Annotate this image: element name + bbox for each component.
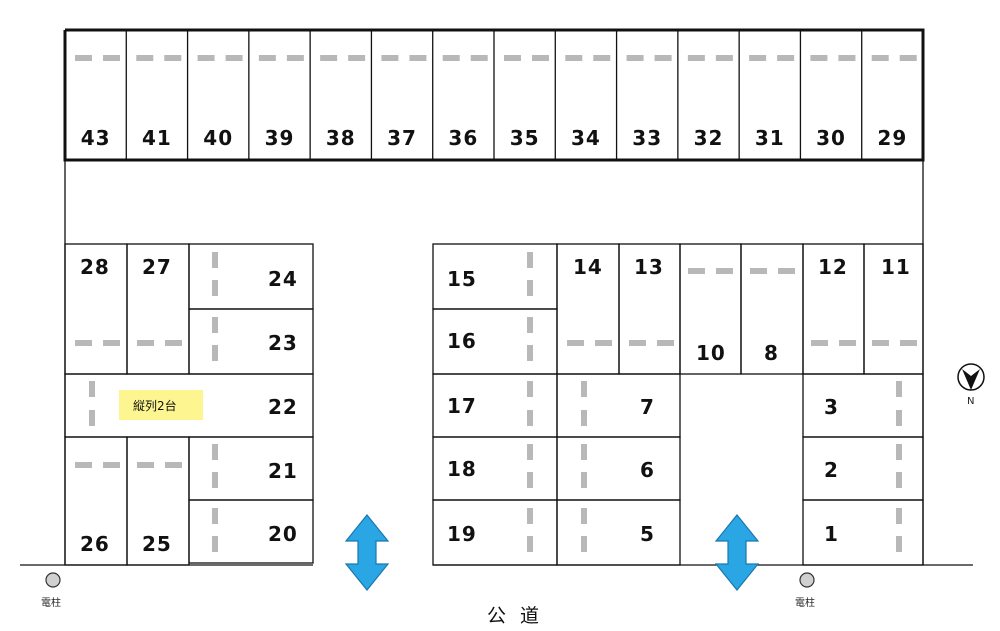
space-36: 36 — [448, 126, 478, 150]
right-center-block: 14 13 10 8 7 6 5 — [556, 243, 804, 566]
space-31: 31 — [755, 126, 785, 150]
wheel-stopper — [810, 55, 828, 61]
top-row: 43 41 40 39 38 37 36 35 34 33 32 31 30 29 — [63, 28, 925, 162]
wheel-stopper — [286, 55, 304, 61]
space-12: 12 — [818, 255, 848, 279]
center-block: 15 16 17 18 19 — [432, 243, 558, 566]
pole-label-left: 電柱 — [41, 596, 61, 609]
space-10: 10 — [696, 341, 726, 365]
space-35: 35 — [510, 126, 540, 150]
wheel-stopper — [348, 55, 366, 61]
wheel-stopper — [320, 55, 338, 61]
wheel-stopper — [409, 55, 427, 61]
space-33: 33 — [632, 126, 662, 150]
right-block: 12 11 3 2 1 — [802, 243, 924, 566]
wheel-stopper — [225, 55, 243, 61]
space-1: 1 — [824, 522, 839, 546]
wheel-stopper — [164, 55, 182, 61]
space-14: 14 — [573, 255, 603, 279]
wheel-stopper — [777, 55, 795, 61]
wheel-stopper — [899, 55, 917, 61]
space-2: 2 — [824, 458, 839, 482]
space-37: 37 — [387, 126, 417, 150]
space-40: 40 — [203, 126, 233, 150]
space-24: 24 — [268, 267, 298, 291]
wheel-stopper — [470, 55, 488, 61]
space-15: 15 — [447, 267, 477, 291]
wheel-stopper — [626, 55, 644, 61]
wheel-stopper — [565, 55, 583, 61]
wheel-stopper — [871, 55, 889, 61]
space-43: 43 — [81, 126, 111, 150]
space-29: 29 — [877, 126, 907, 150]
wheel-stopper — [103, 55, 120, 61]
space-6: 6 — [640, 458, 655, 482]
compass-icon: N — [957, 363, 985, 407]
space-39: 39 — [265, 126, 295, 150]
wheel-stopper — [381, 55, 399, 61]
wheel-stopper — [654, 55, 672, 61]
space-28: 28 — [80, 255, 110, 279]
space-13: 13 — [634, 255, 664, 279]
wheel-stopper — [593, 55, 611, 61]
tandem-note-box — [119, 390, 203, 420]
utility-pole-left: 電柱 — [41, 572, 61, 609]
wheel-stopper — [197, 55, 215, 61]
space-41: 41 — [142, 126, 172, 150]
left-block: 28 27 24 23 縦列2台 22 26 25 21 2 — [64, 243, 314, 566]
space-18: 18 — [447, 457, 477, 481]
space-38: 38 — [326, 126, 356, 150]
compass-label: N — [967, 396, 974, 407]
space-32: 32 — [694, 126, 724, 150]
wheel-stopper — [442, 55, 460, 61]
space-16: 16 — [447, 329, 477, 353]
utility-pole-right: 電柱 — [795, 572, 815, 609]
space-19: 19 — [447, 522, 477, 546]
space-34: 34 — [571, 126, 601, 150]
wheel-stopper — [136, 55, 154, 61]
wheel-stopper — [715, 55, 733, 61]
space-8: 8 — [764, 341, 779, 365]
space-30: 30 — [816, 126, 846, 150]
space-7: 7 — [640, 395, 655, 419]
space-23: 23 — [268, 331, 298, 355]
wheel-stopper — [532, 55, 549, 61]
space-17: 17 — [447, 394, 477, 418]
space-11: 11 — [881, 255, 911, 279]
wheel-stopper — [258, 55, 276, 61]
space-25: 25 — [142, 532, 172, 556]
road-label: 公 道 — [487, 605, 543, 627]
space-20: 20 — [268, 522, 298, 546]
entrance-arrow-left — [344, 514, 390, 591]
space-5: 5 — [640, 522, 655, 546]
entrance-arrow-right — [714, 514, 760, 591]
space-21: 21 — [268, 459, 298, 483]
space-22: 22 — [268, 395, 298, 419]
wheel-stopper — [687, 55, 705, 61]
space-27: 27 — [142, 255, 172, 279]
tandem-note: 縦列2台 — [133, 398, 177, 413]
wheel-stopper — [504, 55, 521, 61]
wheel-stopper — [838, 55, 856, 61]
space-26: 26 — [80, 532, 110, 556]
wheel-stopper — [749, 55, 767, 61]
space-3: 3 — [824, 395, 839, 419]
wheel-stopper — [75, 55, 92, 61]
pole-label-right: 電柱 — [795, 596, 815, 609]
